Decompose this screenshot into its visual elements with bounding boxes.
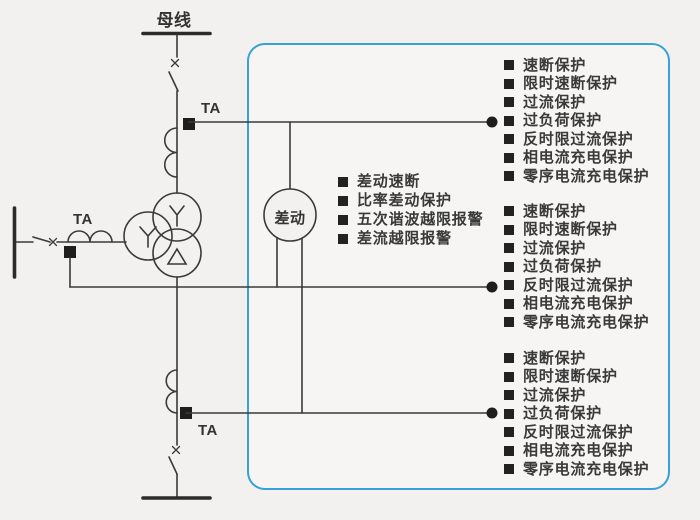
breaker-blade — [168, 71, 179, 92]
list-item: 差动速断 — [338, 172, 483, 191]
list-item: 速断保护 — [504, 202, 649, 221]
bullet-square-icon — [504, 261, 514, 272]
list-item: 反时限过流保护 — [504, 130, 649, 149]
measure-line-1 — [188, 116, 498, 128]
bullet-square-icon — [504, 97, 514, 108]
breaker-blade — [32, 236, 51, 243]
list-item: 零序电流充电保护 — [504, 167, 649, 186]
list-item: 限时速断保护 — [504, 221, 649, 240]
list-item: 反时限过流保护 — [504, 423, 649, 442]
connection-dot — [486, 116, 498, 128]
list-item: 零序电流充电保护 — [504, 460, 649, 479]
bullet-square-icon — [504, 206, 514, 217]
bullet-square-icon — [338, 233, 348, 244]
bullet-square-icon — [338, 195, 348, 206]
bullet-square-icon — [504, 115, 514, 126]
protection-list-mv: 速断保护 限时速断保护 过流保护 过负荷保护 反时限过流保护 相电流充电保护 零… — [504, 202, 649, 332]
bullet-square-icon — [504, 445, 514, 456]
measure-line-2 — [69, 281, 498, 293]
list-item: 比率差动保护 — [338, 191, 483, 210]
list-item: 相电流充电保护 — [504, 442, 649, 461]
protection-panel-border — [247, 43, 670, 490]
ct-coil-icon — [165, 369, 178, 414]
bullet-square-icon — [338, 176, 348, 187]
ta-label-left: TA — [73, 211, 93, 228]
bullet-square-icon — [504, 298, 514, 309]
bullet-square-icon — [504, 243, 514, 254]
list-item: 零序电流充电保护 — [504, 313, 649, 332]
winding-circle-left — [123, 211, 173, 261]
list-item: 速断保护 — [504, 349, 649, 368]
list-item: 反时限过流保护 — [504, 276, 649, 295]
bullet-square-icon — [504, 317, 514, 328]
delta-symbol — [166, 247, 188, 265]
winding-circle-top — [152, 192, 202, 242]
list-item: 五次谐波越限报警 — [338, 210, 483, 229]
relay-circle — [263, 188, 317, 242]
busbar-top — [141, 31, 212, 58]
ct-tap-square — [183, 118, 195, 130]
list-item: 过流保护 — [504, 239, 649, 258]
bullet-square-icon — [504, 171, 514, 182]
wye-symbol — [139, 226, 157, 248]
bullet-square-icon — [504, 60, 514, 71]
wye-symbol — [169, 205, 185, 227]
connection-dot — [486, 281, 498, 293]
x-mark-icon — [171, 445, 181, 455]
bullet-square-icon — [504, 390, 514, 401]
busbar-label: 母线 — [156, 11, 192, 30]
bullet-square-icon — [338, 214, 348, 225]
breaker-blade — [168, 456, 178, 475]
feeder-left — [12, 206, 127, 288]
ta-label-bottom: TA — [198, 422, 218, 439]
ct-top-icon — [163, 118, 195, 178]
bullet-square-icon — [504, 371, 514, 382]
list-item: 限时速断保护 — [504, 75, 649, 94]
x-mark-icon — [170, 58, 180, 68]
bullet-square-icon — [504, 152, 514, 163]
list-item: 相电流充电保护 — [504, 295, 649, 314]
differential-relay — [263, 121, 317, 414]
winding-circle-bottom — [152, 228, 202, 278]
list-item: 过流保护 — [504, 93, 649, 112]
list-item: 限时速断保护 — [504, 368, 649, 387]
list-item: 过流保护 — [504, 386, 649, 405]
ct-coil-icon — [67, 230, 113, 243]
lv-line — [141, 276, 212, 500]
bullet-square-icon — [504, 464, 514, 475]
connection-dot — [486, 407, 498, 419]
breaker-top-icon — [168, 58, 180, 194]
differential-protection-list: 差动速断 比率差动保护 五次谐波越限报警 差流越限报警 — [338, 172, 483, 248]
bullet-square-icon — [504, 280, 514, 291]
x-mark-icon — [48, 237, 58, 247]
list-item: 差流越限报警 — [338, 229, 483, 248]
transformer-icon — [123, 192, 202, 278]
ta-label-top: TA — [201, 100, 221, 117]
bullet-square-icon — [504, 78, 514, 89]
bullet-square-icon — [504, 427, 514, 438]
protection-list-lv: 速断保护 限时速断保护 过流保护 过负荷保护 反时限过流保护 相电流充电保护 零… — [504, 349, 649, 479]
measure-line-3 — [185, 407, 498, 419]
bullet-square-icon — [504, 353, 514, 364]
bullet-square-icon — [504, 408, 514, 419]
ct-tap-square — [64, 246, 76, 258]
differential-relay-label: 差动 — [274, 210, 306, 227]
list-item: 过负荷保护 — [504, 258, 649, 277]
bullet-square-icon — [504, 224, 514, 235]
ct-coil-icon — [163, 127, 178, 178]
list-item: 相电流充电保护 — [504, 149, 649, 168]
list-item: 过负荷保护 — [504, 405, 649, 424]
list-item: 速断保护 — [504, 56, 649, 75]
protection-list-hv: 速断保护 限时速断保护 过流保护 过负荷保护 反时限过流保护 相电流充电保护 零… — [504, 56, 649, 186]
list-item: 过负荷保护 — [504, 112, 649, 131]
bullet-square-icon — [504, 134, 514, 145]
